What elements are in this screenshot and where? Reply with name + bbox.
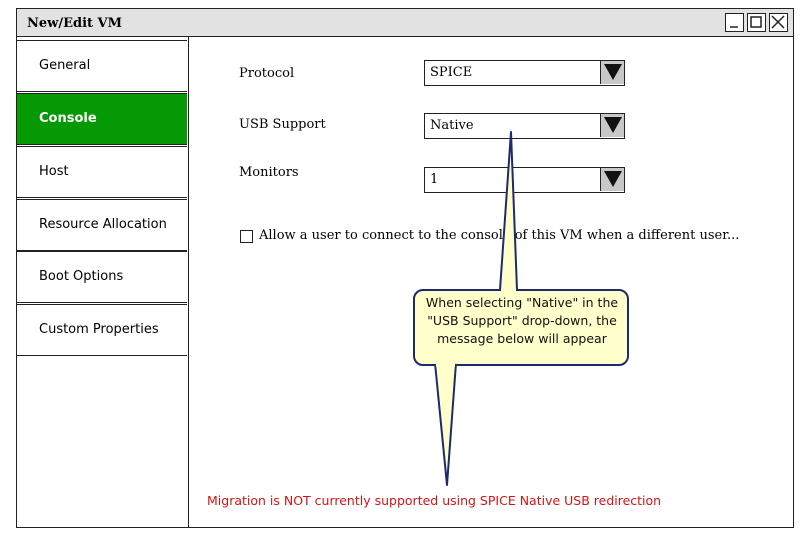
allow-connect-checkbox[interactable] [240, 230, 253, 243]
monitors-label: Monitors [239, 165, 299, 180]
minimize-icon[interactable] [725, 13, 744, 32]
sidebar-item-label: Host [39, 164, 69, 179]
usb-support-value: Native [430, 118, 474, 133]
sidebar-item-label: Console [39, 111, 97, 126]
sidebar-item-custom-properties[interactable]: Custom Properties [17, 304, 187, 356]
sidebar-item-resource-allocation[interactable]: Resource Allocation [17, 199, 187, 251]
callout-shape [413, 131, 629, 486]
protocol-label: Protocol [239, 66, 295, 81]
callout-note: When selecting "Native" in the "USB Supp… [425, 295, 619, 346]
migration-warning: Migration is NOT currently supported usi… [207, 493, 662, 508]
close-icon[interactable] [769, 13, 788, 32]
allow-connect-label: Allow a user to connect to the console o… [259, 228, 740, 243]
sidebar-item-label: General [39, 58, 91, 73]
monitors-select[interactable]: 1 [424, 167, 625, 193]
dialog-window: New/Edit VM General Console Host Resourc… [16, 8, 794, 528]
monitors-value: 1 [430, 172, 439, 187]
chevron-down-icon[interactable] [600, 61, 624, 84]
usb-support-select[interactable]: Native [424, 113, 625, 139]
protocol-select[interactable]: SPICE [424, 60, 625, 86]
protocol-value: SPICE [430, 65, 473, 80]
sidebar-item-boot-options[interactable]: Boot Options [17, 251, 187, 303]
window-title: New/Edit VM [27, 16, 123, 31]
chevron-down-icon[interactable] [600, 168, 624, 191]
chevron-down-icon[interactable] [600, 114, 624, 137]
sidebar-item-host[interactable]: Host [17, 146, 187, 198]
sidebar-item-label: Resource Allocation [39, 217, 167, 232]
sidebar: General Console Host Resource Allocation… [17, 37, 189, 527]
title-bar: New/Edit VM [17, 9, 793, 37]
sidebar-item-label: Boot Options [39, 269, 124, 284]
maximize-icon[interactable] [747, 13, 766, 32]
sidebar-item-console[interactable]: Console [17, 93, 187, 145]
usb-support-label: USB Support [239, 117, 326, 132]
sidebar-item-label: Custom Properties [39, 322, 159, 337]
sidebar-item-general[interactable]: General [17, 40, 187, 92]
